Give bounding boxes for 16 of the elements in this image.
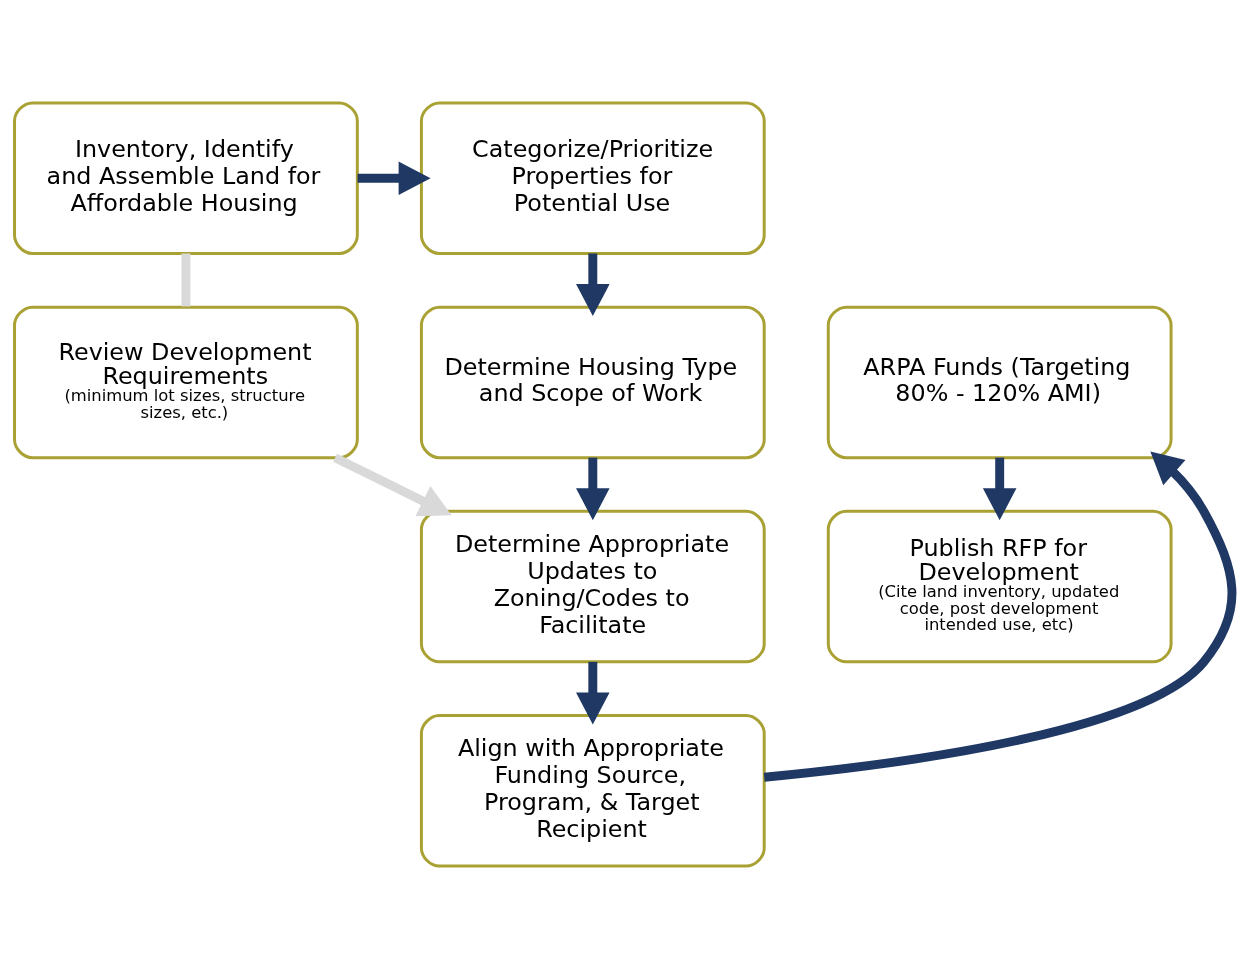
- arrow: [576, 457, 610, 521]
- node-box: Publish RFP for Development (Cite land inventory, updated code, post development intended use, etc): [826, 509, 1173, 664]
- node-box: Align with Appropriate Funding Source, Program, & Target Recipient: [419, 714, 766, 868]
- node-box: Categorize/Prioritize Properties for Potential Use: [419, 101, 766, 255]
- arrow: [357, 161, 431, 195]
- node-box: Inventory, Identify and Assemble Land for Affordable Housing: [13, 101, 359, 255]
- arrow: [576, 253, 610, 317]
- connector: [181, 253, 191, 307]
- arrow: [763, 451, 1237, 782]
- arrow: [576, 661, 610, 725]
- node-box: Review Development Requirements (minimum lot sizes, structure sizes, etc.): [13, 305, 359, 460]
- node-box: Determine Housing Type and Scope of Work: [419, 305, 766, 460]
- arrow: [982, 457, 1017, 521]
- node-box: ARPA Funds (Targeting 80% - 120% AMI): [826, 305, 1173, 460]
- arrow: [333, 453, 452, 517]
- node-box: Determine Appropriate Updates to Zoning/Codes to Facilitate: [419, 509, 766, 664]
